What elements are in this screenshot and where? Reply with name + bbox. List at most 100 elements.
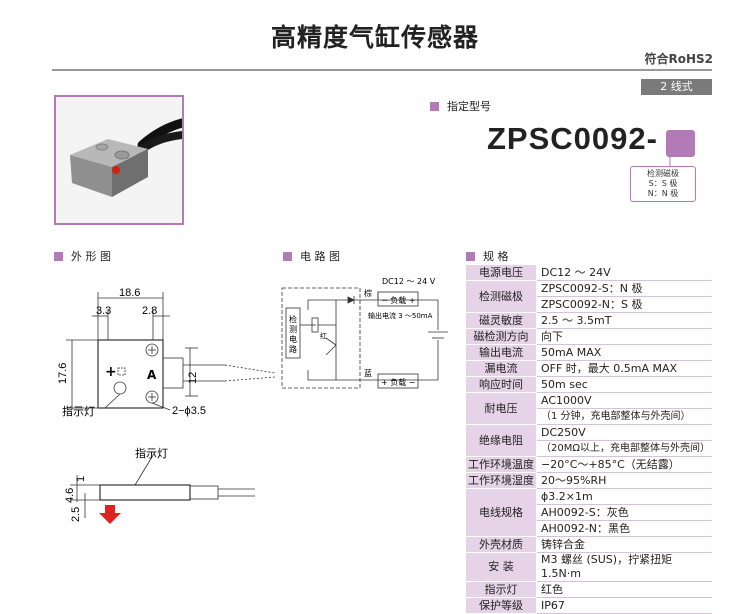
spec-value: 20～95%RH bbox=[536, 472, 712, 489]
spec-key: 输出电流 bbox=[465, 344, 537, 361]
load-top: − 负载 + bbox=[381, 295, 416, 305]
spec-value: 向下 bbox=[536, 328, 712, 345]
spec-value: DC250V bbox=[536, 424, 712, 441]
section-marker-icon bbox=[430, 102, 439, 111]
circuit-section-label: 电 路 图 bbox=[283, 248, 340, 264]
spec-row: 指示灯红色 bbox=[465, 581, 712, 598]
spec-value: −20°C～+85°C（无结露） bbox=[536, 456, 712, 473]
spec-value: （1 分钟，充电部整体与外壳间） bbox=[536, 408, 712, 425]
spec-key: 工作环境湿度 bbox=[465, 472, 537, 489]
spec-value: 红色 bbox=[536, 581, 712, 598]
spec-value: OFF 时，最大 0.5mA MAX bbox=[536, 360, 712, 377]
outline-section-label: 外 形 图 bbox=[54, 248, 111, 264]
section-marker-icon bbox=[466, 252, 475, 261]
spec-key: 电源电压 bbox=[465, 264, 537, 281]
face-a: A bbox=[147, 368, 157, 382]
dim-side-25: 2.5 bbox=[70, 507, 82, 522]
spec-row: 外壳材质铸锌合金 bbox=[465, 536, 712, 553]
detect-circuit-char: 路 bbox=[289, 344, 297, 354]
spec-key: 磁灵敏度 bbox=[465, 312, 537, 329]
dim-height: 17.6 bbox=[57, 363, 69, 384]
spec-value: M3 螺丝 (SUS)，拧紧扭矩 1.5N·m bbox=[536, 552, 712, 582]
spec-key: 漏电流 bbox=[465, 360, 537, 377]
spec-value: AH0092-S：灰色 bbox=[536, 504, 712, 521]
spec-value: ZPSC0092-S：N 极 bbox=[536, 280, 712, 297]
spec-value: 铸锌合金 bbox=[536, 536, 712, 553]
dim-width: 18.6 bbox=[119, 287, 140, 299]
spec-key: 工作环境温度 bbox=[465, 456, 537, 473]
output-current-note: 输出电流 3 ～50mA bbox=[368, 311, 433, 320]
model-number: ZPSC0092- bbox=[487, 121, 658, 156]
outline-drawing: 18.6 3.3 2.8 17.6 12 + A 指示灯 2−ϕ3.5 指示灯 … bbox=[57, 287, 276, 524]
circuit-diagram: DC12 ～ 24 V 棕 蓝 − 负载 + + 负载 − 输出电流 3 ～50… bbox=[281, 277, 448, 389]
spec-value: ϕ3.2×1m bbox=[536, 488, 712, 505]
hole-label: 2−ϕ3.5 bbox=[172, 405, 206, 417]
spec-key: 保护等级 bbox=[465, 597, 537, 614]
page-title: 高精度气缸传感器 bbox=[270, 23, 479, 52]
spec-key: 外壳材质 bbox=[465, 536, 537, 553]
legend-line: N：N 极 bbox=[647, 189, 679, 198]
detect-circuit-char: 测 bbox=[289, 325, 297, 334]
spec-value: （20MΩ以上，充电部整体与外壳间） bbox=[536, 440, 712, 457]
spec-value: DC12 ～ 24V bbox=[536, 264, 712, 281]
spec-key: 耐电压 bbox=[465, 392, 537, 425]
model-suffix-box bbox=[666, 130, 695, 157]
sensor-photo-image bbox=[56, 97, 187, 223]
dim-left: 3.3 bbox=[96, 305, 111, 317]
section-marker-icon bbox=[54, 252, 63, 261]
wire-brown: 棕 bbox=[364, 288, 372, 298]
spec-row: （1 分钟，充电部整体与外壳间） bbox=[466, 408, 712, 425]
wire-blue: 蓝 bbox=[364, 368, 372, 378]
model-section-label: 指定型号 bbox=[430, 98, 491, 114]
dim-right: 2.8 bbox=[142, 305, 157, 317]
dim-side-1: 1 bbox=[75, 476, 87, 482]
header-divider bbox=[52, 69, 712, 71]
face-plus: + bbox=[105, 364, 117, 380]
spec-row: ZPSC0092-N：S 极 bbox=[466, 296, 712, 313]
spec-key: 电线规格 bbox=[465, 488, 537, 537]
spec-key: 磁检测方向 bbox=[465, 328, 537, 345]
wire-red: 红 bbox=[320, 331, 327, 340]
rohs-note: 符合RoHS2 bbox=[644, 52, 713, 66]
product-photo bbox=[54, 95, 187, 225]
spec-key: 安 装 bbox=[465, 552, 537, 582]
specs-section-label: 规 格 bbox=[466, 248, 509, 264]
indicator-label-side: 指示灯 bbox=[135, 446, 168, 460]
spec-key: 响应时间 bbox=[465, 376, 537, 393]
spec-value: 50mA MAX bbox=[536, 344, 712, 361]
spec-row: 磁检测方向向下 bbox=[465, 328, 712, 345]
dim-12: 12 bbox=[187, 372, 199, 384]
magnetic-direction-arrow-icon bbox=[99, 505, 121, 524]
spec-key: 检测磁极 bbox=[465, 280, 537, 313]
spec-value: IP67 bbox=[536, 597, 712, 614]
legend-pointer bbox=[669, 156, 671, 166]
spec-key: 绝缘电阻 bbox=[465, 424, 537, 457]
spec-value: ZPSC0092-N：S 极 bbox=[536, 296, 712, 313]
spec-value: AH0092-N：黑色 bbox=[536, 520, 712, 537]
supply-voltage: DC12 ～ 24 V bbox=[382, 277, 436, 286]
spec-row: （20MΩ以上，充电部整体与外壳间） bbox=[466, 440, 712, 457]
legend-line: S：S 极 bbox=[648, 179, 678, 188]
section-marker-icon bbox=[283, 252, 292, 261]
load-bottom: + 负载 − bbox=[381, 377, 416, 387]
spec-value: AC1000V bbox=[536, 392, 712, 409]
detect-circuit-char: 检 bbox=[289, 314, 297, 324]
dim-side-46: 4.6 bbox=[64, 488, 76, 503]
legend-line: 检测磁极 bbox=[647, 169, 679, 178]
model-suffix-legend: 检测磁极 S：S 极 N：N 极 bbox=[630, 166, 696, 202]
detect-circuit-char: 电 bbox=[289, 334, 297, 344]
indicator-label: 指示灯 bbox=[62, 404, 95, 418]
spec-value: 2.5 ～ 3.5mT bbox=[536, 312, 712, 329]
